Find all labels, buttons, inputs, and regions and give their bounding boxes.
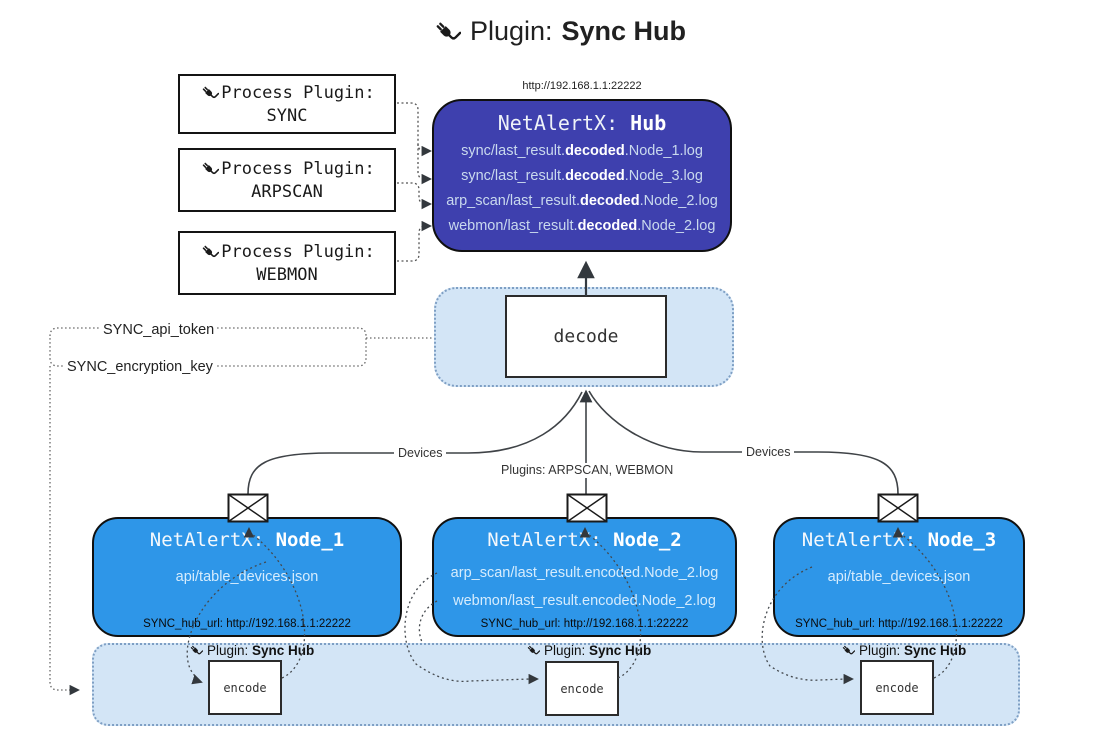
plug-icon [199,83,219,103]
envelope-icon [877,493,919,523]
encoder-plugin-label: Plugin: Sync Hub [188,643,314,658]
devices-edge-label-left: Devices [394,446,447,461]
hub-log-line: sync/last_result.decoded.Node_3.log [461,168,703,184]
plug-icon [188,643,203,658]
page-title: Plugin: Sync Hub [0,16,1117,47]
sync-hub-url-label: SYNC_hub_url: http://192.168.1.1:22222 [143,618,351,630]
node-box-node-3: NetAlertX: Node_3 api/table_devices.json… [773,517,1025,637]
process-plugin-box-webmon: Process Plugin: WEBMON [178,231,396,295]
node-box-node-1: NetAlertX: Node_1 api/table_devices.json… [92,517,402,637]
process-plugin-name: WEBMON [256,264,318,285]
hub-title-prefix: NetAlertX: [497,111,631,135]
plugin-to-hub-connectors [397,102,432,262]
hub-log-line: arp_scan/last_result.decoded.Node_2.log [446,193,718,209]
plug-icon [199,159,219,179]
node-file-line: api/table_devices.json [175,569,319,585]
decode-box: decode [505,295,667,378]
encoder-plugin-label: Plugin: Sync Hub [525,643,651,658]
plug-icon [199,242,219,262]
hub-box: NetAlertX: Hub sync/last_result.decoded.… [432,99,732,252]
process-plugin-name: SYNC [266,105,308,126]
node-title: NetAlertX: Node_2 [487,529,682,551]
node-title: NetAlertX: Node_1 [149,529,345,551]
encoder-plugin-label: Plugin: Sync Hub [840,643,966,658]
process-plugin-box-sync: Process Plugin: SYNC [178,74,396,134]
sync-encryption-key-label: SYNC_encryption_key [64,359,216,376]
hub-url-label: http://192.168.1.1:22222 [522,80,642,92]
envelope-icon [227,493,269,523]
sync-hub-url-label: SYNC_hub_url: http://192.168.1.1:22222 [795,618,1003,630]
hub-title-name: Hub [630,111,667,135]
envelope-icon [566,493,608,523]
hub-title: NetAlertX: Hub [434,111,730,135]
devices-edge-label-right: Devices [742,445,795,460]
process-plugin-label: Process Plugin: [221,158,375,179]
node-file-line: webmon/last_result.encoded.Node_2.log [453,593,716,609]
plug-icon [431,17,461,47]
node-file-line: arp_scan/last_result.encoded.Node_2.log [450,565,719,581]
plug-icon [525,643,540,658]
node-file-line: api/table_devices.json [827,569,971,585]
plug-icon [840,643,855,658]
hub-log-line: sync/last_result.decoded.Node_1.log [461,143,703,159]
sync-hub-url-label: SYNC_hub_url: http://192.168.1.1:22222 [480,618,689,630]
page-title-prefix: Plugin: [469,16,553,46]
process-plugin-box-arpscan: Process Plugin: ARPSCAN [178,148,396,212]
sync-api-token-label: SYNC_api_token [100,322,218,339]
process-plugin-label: Process Plugin: [221,82,375,103]
encode-box: encode [860,660,934,715]
process-plugin-name: ARPSCAN [251,181,323,202]
encode-box: encode [208,660,282,715]
encode-box: encode [545,661,619,716]
page-title-name: Sync Hub [561,16,687,46]
process-plugin-label: Process Plugin: [221,241,375,262]
node-title: NetAlertX: Node_3 [801,529,997,551]
node-box-node-2: NetAlertX: Node_2 arp_scan/last_result.e… [432,517,737,637]
hub-log-line: webmon/last_result.decoded.Node_2.log [448,218,716,234]
plugins-edge-label: Plugins: ARPSCAN, WEBMON [497,463,678,478]
devices-edges [247,389,899,495]
